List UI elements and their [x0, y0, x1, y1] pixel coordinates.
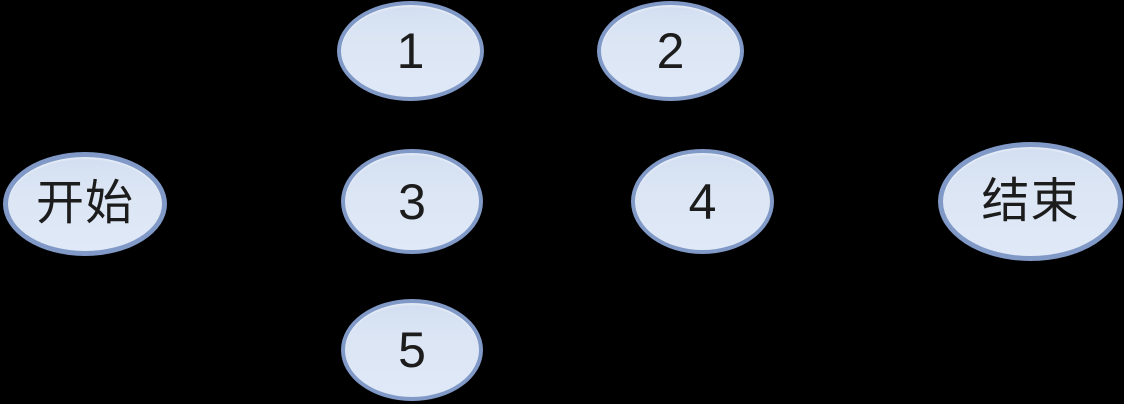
- node-1-label: 1: [396, 23, 425, 79]
- node-end-label: 结束: [981, 174, 1080, 228]
- node-3: 3: [341, 149, 483, 254]
- node-start: 开始: [3, 152, 167, 256]
- node-2: 2: [597, 1, 744, 101]
- node-4: 4: [631, 149, 774, 254]
- node-2-label: 2: [656, 23, 685, 79]
- node-end: 结束: [938, 142, 1123, 261]
- node-1: 1: [337, 1, 484, 101]
- node-3-label: 3: [398, 173, 426, 230]
- node-start-label: 开始: [35, 177, 134, 230]
- node-4-label: 4: [688, 173, 717, 230]
- node-5: 5: [341, 299, 483, 401]
- node-5-label: 5: [398, 322, 426, 378]
